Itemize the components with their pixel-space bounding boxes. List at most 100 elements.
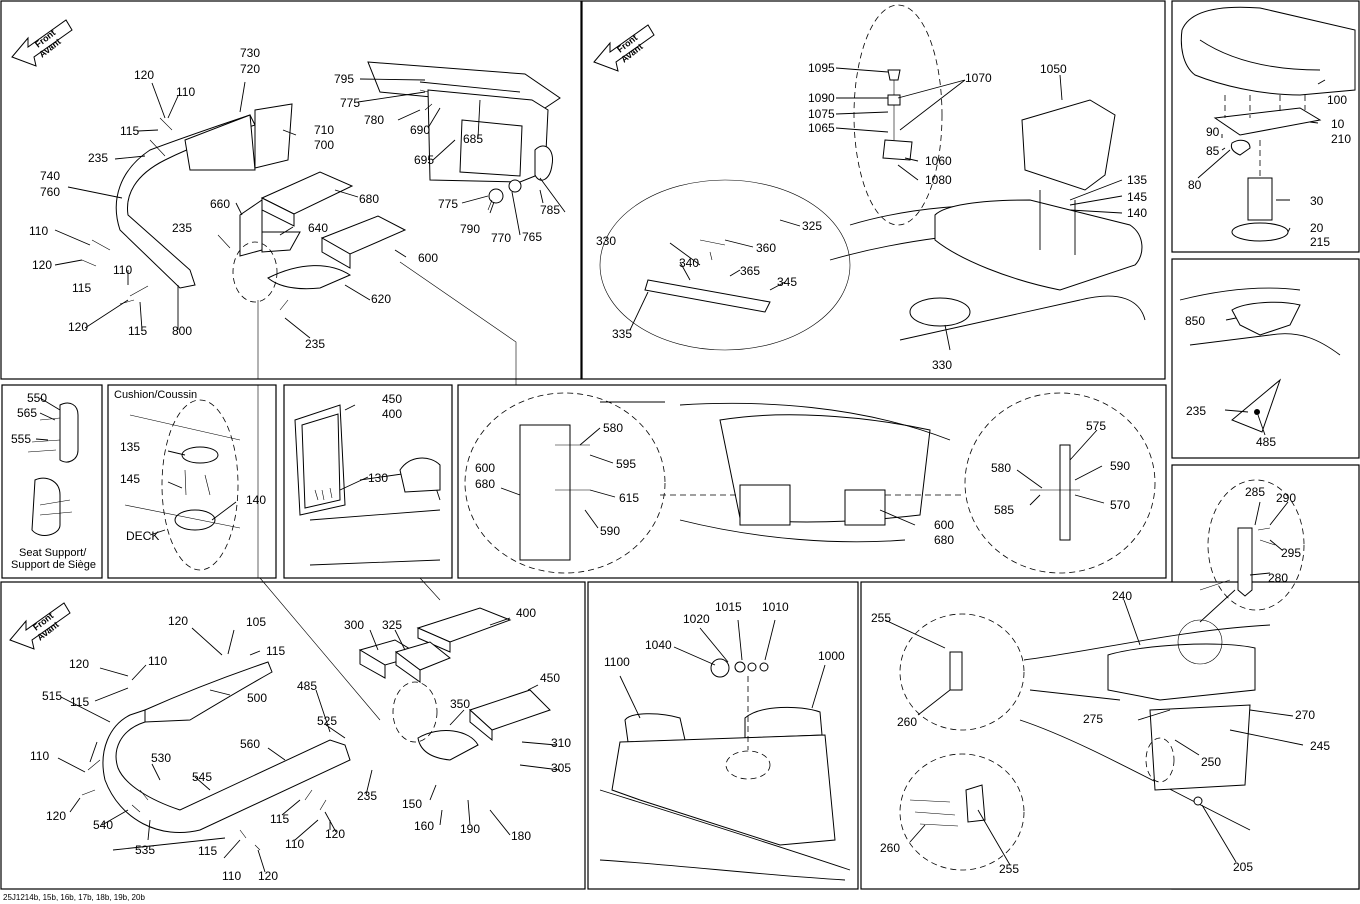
panel-4-drawing (1179, 287, 1341, 436)
svg-text:DECK: DECK (126, 529, 159, 543)
svg-text:295: 295 (1281, 546, 1301, 560)
svg-text:1015: 1015 (715, 600, 742, 614)
svg-text:245: 245 (1310, 739, 1330, 753)
svg-text:540: 540 (93, 818, 113, 832)
svg-text:620: 620 (371, 292, 391, 306)
svg-text:300: 300 (344, 618, 364, 632)
svg-text:105: 105 (246, 615, 266, 629)
svg-text:1080: 1080 (925, 173, 952, 187)
svg-text:325: 325 (802, 219, 822, 233)
svg-text:310: 310 (551, 736, 571, 750)
svg-text:1060: 1060 (925, 154, 952, 168)
svg-text:1095: 1095 (808, 61, 835, 75)
svg-text:1070: 1070 (965, 71, 992, 85)
svg-text:190: 190 (460, 822, 480, 836)
svg-text:255: 255 (999, 862, 1019, 876)
svg-text:515: 515 (42, 689, 62, 703)
svg-text:680: 680 (359, 192, 379, 206)
svg-text:255: 255 (871, 611, 891, 625)
svg-text:305: 305 (551, 761, 571, 775)
svg-text:790: 790 (460, 222, 480, 236)
panel-5-drawing (27, 397, 79, 536)
svg-text:560: 560 (240, 737, 260, 751)
svg-text:180: 180 (511, 829, 531, 843)
svg-text:600: 600 (934, 518, 954, 532)
svg-text:Cushion/Coussin: Cushion/Coussin (114, 389, 197, 401)
svg-text:680: 680 (934, 533, 954, 547)
svg-text:555: 555 (11, 432, 31, 446)
svg-text:150: 150 (402, 797, 422, 811)
svg-text:145: 145 (1127, 190, 1147, 204)
svg-text:640: 640 (308, 221, 328, 235)
panel-10-labels: 120 105 120 110 115 515 500 115 485 110 … (30, 614, 377, 883)
svg-text:210: 210 (1331, 132, 1351, 146)
svg-text:115: 115 (266, 644, 285, 658)
svg-text:215: 215 (1310, 235, 1330, 249)
svg-text:450: 450 (382, 392, 402, 406)
svg-text:1040: 1040 (645, 638, 672, 652)
svg-text:780: 780 (364, 113, 384, 127)
svg-text:545: 545 (192, 770, 212, 784)
svg-text:485: 485 (297, 679, 317, 693)
svg-text:285: 285 (1245, 485, 1265, 499)
svg-text:335: 335 (612, 327, 632, 341)
panel-9-drawing (1207, 479, 1305, 611)
svg-text:120: 120 (325, 827, 345, 841)
connector-lines (257, 261, 1231, 721)
svg-text:600: 600 (418, 251, 438, 265)
svg-text:145: 145 (120, 472, 140, 486)
svg-text:535: 535 (135, 843, 155, 857)
svg-text:1010: 1010 (762, 600, 789, 614)
svg-text:235: 235 (305, 337, 325, 351)
svg-text:450: 450 (540, 671, 560, 685)
svg-text:500: 500 (247, 691, 267, 705)
svg-text:30: 30 (1310, 194, 1324, 208)
svg-text:800: 800 (172, 324, 192, 338)
panel-12-labels: 1020 1015 1010 1040 1100 1000 (604, 600, 845, 669)
svg-text:525: 525 (317, 714, 337, 728)
svg-text:565: 565 (17, 406, 37, 420)
panel-7-labels: 450 400 130 (368, 392, 402, 485)
svg-text:120: 120 (32, 258, 52, 272)
svg-text:140: 140 (1127, 206, 1147, 220)
svg-text:680: 680 (475, 477, 495, 491)
svg-text:530: 530 (151, 751, 171, 765)
svg-text:365: 365 (740, 264, 760, 278)
svg-text:120: 120 (134, 68, 154, 82)
svg-text:575: 575 (1086, 419, 1106, 433)
svg-text:260: 260 (897, 715, 917, 729)
svg-text:115: 115 (72, 281, 91, 295)
svg-text:240: 240 (1112, 589, 1132, 603)
svg-text:485: 485 (1256, 435, 1276, 449)
svg-text:710: 710 (314, 123, 334, 137)
svg-text:325: 325 (382, 618, 402, 632)
svg-text:130: 130 (368, 471, 388, 485)
svg-text:20: 20 (1310, 221, 1324, 235)
svg-text:795: 795 (334, 72, 354, 86)
svg-text:550: 550 (27, 391, 47, 405)
svg-text:235: 235 (357, 789, 377, 803)
svg-text:1050: 1050 (1040, 62, 1067, 76)
svg-text:580: 580 (603, 421, 623, 435)
svg-text:115: 115 (70, 695, 89, 709)
svg-text:235: 235 (1186, 404, 1206, 418)
svg-text:110: 110 (148, 654, 167, 668)
svg-text:850: 850 (1185, 314, 1205, 328)
svg-text:350: 350 (450, 697, 470, 711)
svg-text:595: 595 (616, 457, 636, 471)
svg-text:1100: 1100 (604, 655, 630, 669)
svg-text:235: 235 (172, 221, 192, 235)
svg-text:110: 110 (113, 263, 132, 277)
svg-text:110: 110 (30, 749, 49, 763)
panel-13-drawing (884, 589, 1304, 871)
svg-text:120: 120 (46, 809, 66, 823)
svg-text:90: 90 (1206, 125, 1220, 139)
svg-text:360: 360 (756, 241, 776, 255)
panel-5-labels: 550 565 555 Seat Support/ Support de Siè… (11, 391, 96, 571)
svg-text:250: 250 (1201, 755, 1221, 769)
panel-2-drawing (599, 4, 1146, 351)
svg-text:Seat Support/: Seat Support/ (19, 547, 87, 559)
svg-text:1000: 1000 (818, 649, 845, 663)
